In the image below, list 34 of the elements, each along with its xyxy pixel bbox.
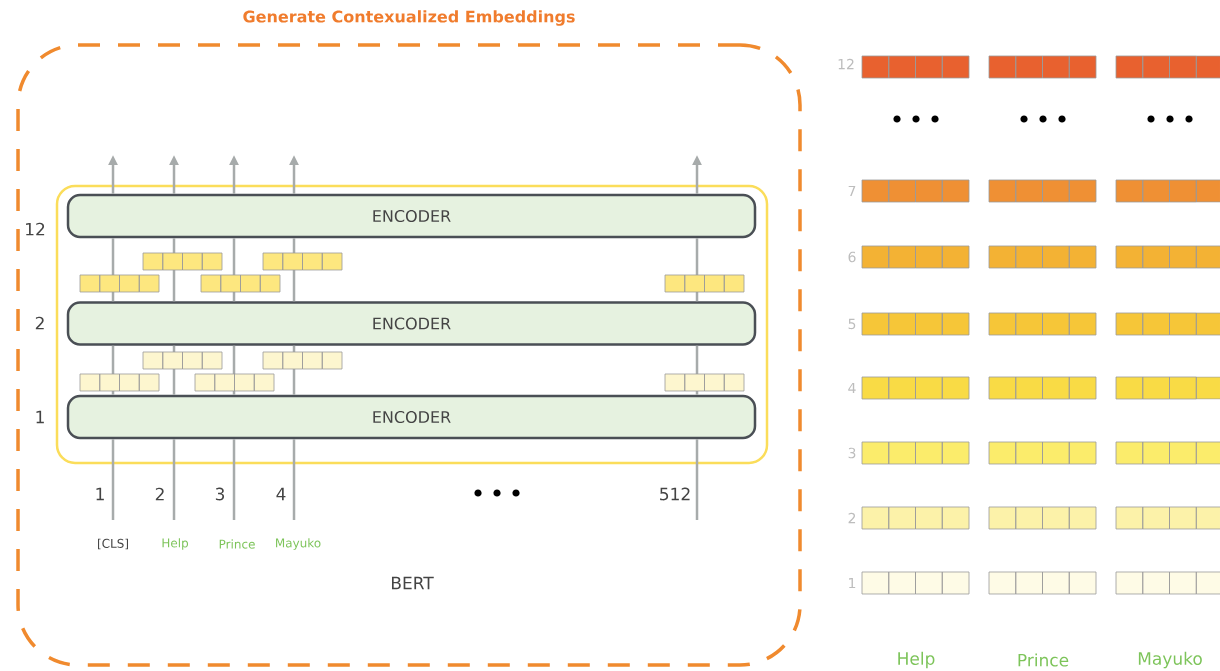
- row-number: 6: [848, 251, 856, 263]
- token-label: [CLS]: [98, 538, 128, 550]
- row-number: 2: [848, 512, 856, 524]
- token-label: Help: [162, 538, 189, 550]
- position-number: 3: [215, 487, 225, 501]
- line: [232, 439, 236, 520]
- row-number: 5: [848, 318, 856, 330]
- line: [292, 439, 296, 520]
- line: [695, 439, 699, 520]
- model-name: BERT: [392, 576, 434, 590]
- encoder-box: ENCODER: [66, 193, 757, 239]
- rounded-frame: [55, 184, 769, 465]
- position-number: 4: [276, 487, 286, 501]
- layer-number: 1: [36, 410, 44, 424]
- row-number: 1: [849, 577, 856, 589]
- line: [111, 439, 115, 520]
- word-label: Mayuko: [1138, 651, 1202, 669]
- layer-number: 2: [35, 316, 44, 330]
- encoder-box: ENCODER: [66, 301, 757, 346]
- word-label: Help: [898, 651, 935, 669]
- row-number: 7: [848, 185, 856, 197]
- line: [172, 439, 176, 520]
- encoder-box: ENCODER: [66, 394, 757, 440]
- title: Generate Contexualized Embeddings: [243, 10, 575, 26]
- row-number: 3: [848, 447, 856, 459]
- token-label: Prince: [219, 539, 255, 549]
- position-number: 2: [155, 487, 164, 501]
- position-number: 512: [660, 487, 690, 501]
- word-label: Prince: [1018, 653, 1069, 667]
- position-number: 1: [96, 487, 104, 501]
- row-number: 12: [838, 58, 854, 70]
- token-label: Mayuko: [276, 538, 321, 550]
- row-number: 4: [848, 382, 856, 394]
- layer-number: 12: [26, 222, 45, 236]
